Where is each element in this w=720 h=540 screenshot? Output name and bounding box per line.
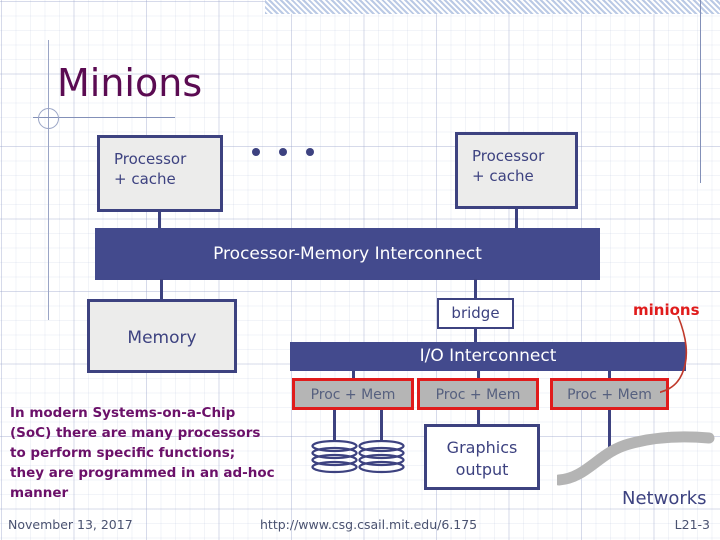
- wire-proc-right-to-bus: [515, 208, 518, 229]
- graphics-output-line1: Graphics: [446, 438, 518, 457]
- graphics-output-box: Graphics output: [424, 424, 540, 490]
- wire-io-to-procmem-3: [608, 371, 611, 379]
- disk-stack-icon-1: [311, 440, 358, 474]
- ellipsis-dot-2: [279, 148, 287, 156]
- processor-cache-left-line1: Processor: [114, 150, 187, 168]
- processor-cache-left-line2: + cache: [114, 170, 176, 188]
- wire-procmem2-to-graphics: [477, 410, 480, 425]
- processor-memory-interconnect-bar: Processor-Memory Interconnect: [95, 228, 600, 280]
- footer-page-number: L21-3: [674, 517, 710, 532]
- processor-cache-right-line1: Processor: [472, 147, 545, 165]
- processor-cache-box-left: Processor + cache: [97, 135, 223, 212]
- ellipsis-dots: [252, 148, 322, 160]
- title-underline: [33, 117, 175, 118]
- networks-label: Networks: [622, 488, 707, 509]
- ellipsis-dot-3: [306, 148, 314, 156]
- footer-url: http://www.csg.csail.mit.edu/6.175: [260, 517, 478, 532]
- wire-procmem3-to-network: [608, 410, 611, 447]
- processor-cache-box-right: Processor + cache: [455, 132, 578, 209]
- memory-box: Memory: [87, 299, 237, 373]
- graphics-output-line2: output: [455, 460, 509, 479]
- wire-bus-to-memory: [160, 279, 163, 300]
- wire-bus-to-bridge: [474, 279, 477, 299]
- wire-procmem1-to-disk2: [380, 410, 383, 442]
- wire-procmem1-to-disk1: [333, 410, 336, 442]
- decorative-vertical-line-right: [700, 0, 701, 183]
- note-line-3: to perform specific functions;: [10, 445, 236, 461]
- annotation-note: In modern Systems-on-a-Chip (SoC) there …: [10, 403, 310, 503]
- proc-mem-box-2: Proc + Mem: [417, 378, 539, 410]
- proc-mem-box-1: Proc + Mem: [292, 378, 414, 410]
- note-line-1: In modern Systems-on-a-Chip: [10, 405, 236, 421]
- disk-stack-icon-2: [358, 440, 405, 474]
- wire-proc-left-to-bus: [158, 211, 161, 229]
- ellipsis-dot-1: [252, 148, 260, 156]
- decorative-circle: [38, 108, 59, 129]
- processor-cache-right-line2: + cache: [472, 167, 534, 185]
- note-line-4: they are programmed in an ad-hoc: [10, 465, 275, 481]
- decorative-vertical-line-left: [48, 40, 49, 320]
- bridge-box: bridge: [437, 298, 514, 329]
- minions-label: minions: [633, 301, 700, 319]
- proc-mem-box-3: Proc + Mem: [550, 378, 669, 410]
- page-title: Minions: [57, 61, 203, 105]
- wire-io-to-procmem-2: [477, 371, 480, 379]
- footer-date: November 13, 2017: [8, 517, 133, 532]
- decorative-top-band: [265, 0, 720, 14]
- note-line-5: manner: [10, 485, 69, 501]
- wire-bridge-to-io: [474, 328, 477, 343]
- minions-callout-curve: [660, 316, 688, 394]
- io-interconnect-bar: I/O Interconnect: [290, 342, 686, 371]
- wire-io-to-procmem-1: [352, 371, 355, 379]
- note-line-2: (SoC) there are many processors: [10, 425, 261, 441]
- networks-ribbon-icon: [557, 431, 715, 486]
